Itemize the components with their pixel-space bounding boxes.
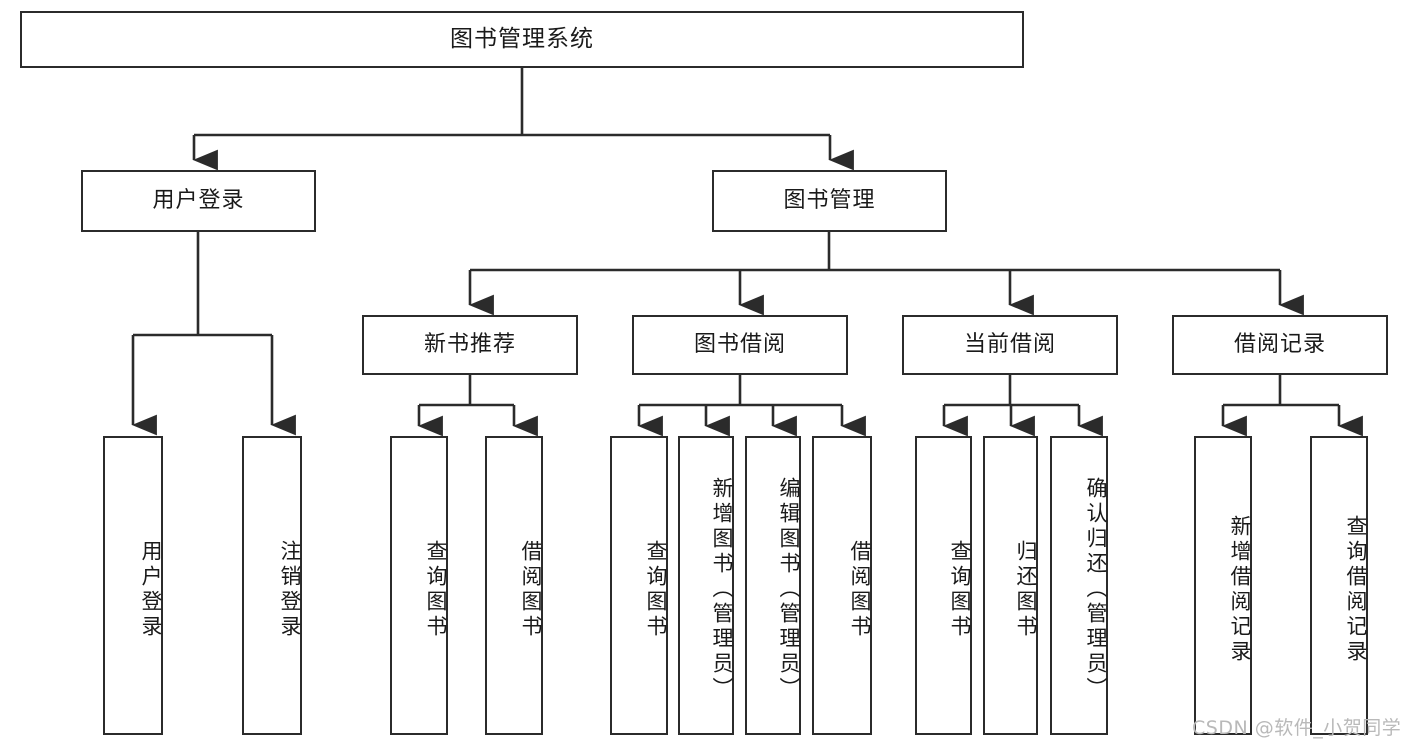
leaf-record-add-borrow-record[interactable]: 新增借阅记录 xyxy=(1194,436,1252,735)
node-label: 归还图书 xyxy=(1014,539,1038,640)
node-label: 新增图书（管理员） xyxy=(710,477,734,702)
node-label: 查询借阅记录 xyxy=(1344,514,1368,665)
node-label: 图书借阅 xyxy=(693,332,786,357)
node-label: 新增借阅记录 xyxy=(1228,514,1252,665)
leaf-borrow-edit-book-admin[interactable]: 编辑图书（管理员） xyxy=(745,436,801,735)
node-root-book-management-system[interactable]: 图书管理系统 xyxy=(20,11,1024,68)
node-label: 当前借阅 xyxy=(963,332,1056,357)
node-new-book-recommend[interactable]: 新书推荐 xyxy=(362,315,578,375)
leaf-user-login[interactable]: 用户登录 xyxy=(103,436,163,735)
leaf-record-query-borrow-record[interactable]: 查询借阅记录 xyxy=(1310,436,1368,735)
node-label: 查询图书 xyxy=(424,539,448,640)
node-label: 查询图书 xyxy=(644,539,668,640)
leaf-current-query-book[interactable]: 查询图书 xyxy=(915,436,972,735)
node-book-borrow[interactable]: 图书借阅 xyxy=(632,315,848,375)
leaf-logout[interactable]: 注销登录 xyxy=(242,436,302,735)
node-label: 借阅图书 xyxy=(848,539,872,640)
node-label: 用户登录 xyxy=(139,539,163,640)
node-label: 借阅记录 xyxy=(1233,332,1326,357)
leaf-borrow-borrow-book[interactable]: 借阅图书 xyxy=(812,436,872,735)
node-borrow-record[interactable]: 借阅记录 xyxy=(1172,315,1388,375)
node-user-login[interactable]: 用户登录 xyxy=(81,170,316,232)
leaf-current-return-book[interactable]: 归还图书 xyxy=(983,436,1038,735)
node-label: 图书管理 xyxy=(783,188,876,213)
node-label: 查询图书 xyxy=(948,539,972,640)
leaf-current-confirm-return-admin[interactable]: 确认归还（管理员） xyxy=(1050,436,1108,735)
node-label: 注销登录 xyxy=(278,539,302,640)
node-label: 用户登录 xyxy=(152,188,245,213)
node-label: 新书推荐 xyxy=(423,332,516,357)
node-book-management[interactable]: 图书管理 xyxy=(712,170,947,232)
node-label: 借阅图书 xyxy=(519,539,543,640)
leaf-borrow-add-book-admin[interactable]: 新增图书（管理员） xyxy=(678,436,734,735)
node-label: 图书管理系统 xyxy=(450,26,594,52)
leaf-newbook-borrow-book[interactable]: 借阅图书 xyxy=(485,436,543,735)
node-current-borrow[interactable]: 当前借阅 xyxy=(902,315,1118,375)
node-label: 确认归还（管理员） xyxy=(1084,477,1108,702)
leaf-newbook-query-book[interactable]: 查询图书 xyxy=(390,436,448,735)
leaf-borrow-query-book[interactable]: 查询图书 xyxy=(610,436,668,735)
node-label: 编辑图书（管理员） xyxy=(777,477,801,702)
